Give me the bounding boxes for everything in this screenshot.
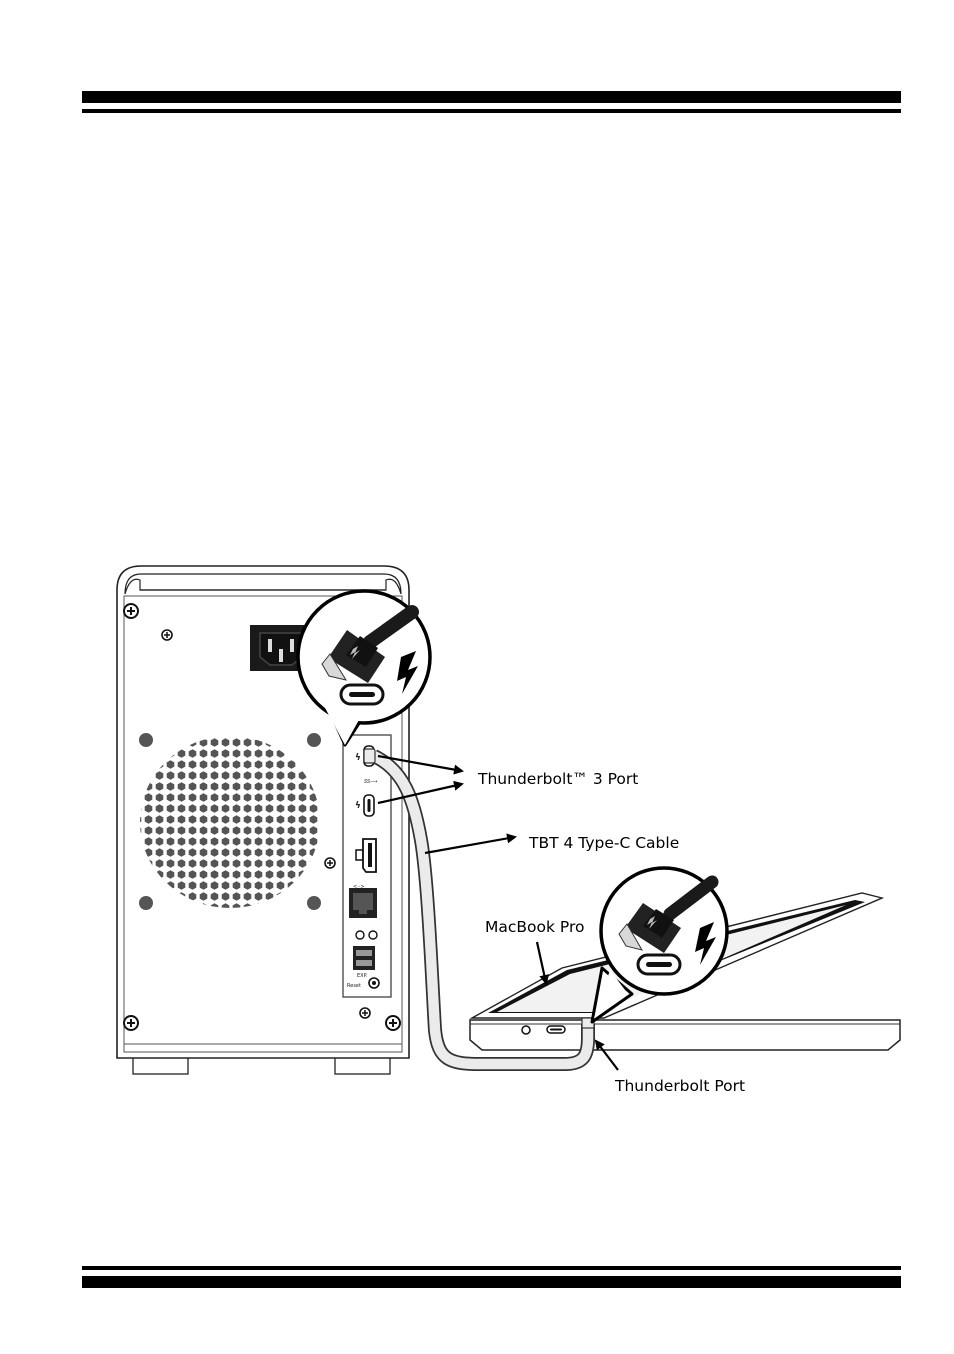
- header-rule-thin: [82, 109, 901, 113]
- fan-vent: [139, 733, 321, 910]
- thunderbolt-cable: [363, 748, 595, 1071]
- svg-text:ϟ: ϟ: [355, 753, 361, 763]
- screw-icon: [385, 1015, 401, 1031]
- ethernet-port: <··>: [349, 884, 377, 918]
- screw-icon: [359, 1007, 371, 1019]
- laptop-thunderbolt-port: [546, 1025, 566, 1034]
- thunderbolt-icon: [397, 651, 418, 694]
- screw-icon: [123, 603, 139, 619]
- footer-rule-thin: [82, 1266, 901, 1270]
- svg-text:SS⟶: SS⟶: [364, 779, 377, 785]
- expansion-port: [353, 946, 375, 970]
- thunderbolt3-port-label: Thunderbolt™ 3 Port: [477, 770, 638, 788]
- thunderbolt-icon: [695, 922, 716, 965]
- connector-callout-laptop: [590, 866, 729, 1024]
- svg-text:ϟ: ϟ: [355, 801, 361, 811]
- screw-icon: [123, 1015, 139, 1031]
- thunderbolt-port-label: Thunderbolt Port: [614, 1077, 745, 1095]
- exp-label: EXP.: [357, 973, 368, 979]
- screw-icon: [161, 629, 173, 641]
- reset-label: Reset: [347, 983, 361, 989]
- io-panel: ϟ SS⟶ ϟ <··>: [342, 734, 392, 998]
- svg-text:<··>: <··>: [353, 884, 365, 890]
- screw-icon: [324, 857, 336, 869]
- footer-rule-thick: [82, 1276, 901, 1288]
- cable-label: TBT 4 Type-C Cable: [528, 834, 679, 852]
- macbook-label: MacBook Pro: [485, 918, 585, 936]
- label-arrows: [377, 754, 619, 1071]
- connector-callout-enclosure: [296, 589, 432, 747]
- thunderbolt-port-2: ϟ: [355, 794, 375, 817]
- displayport: [355, 838, 377, 873]
- header-rule-thick: [82, 91, 901, 103]
